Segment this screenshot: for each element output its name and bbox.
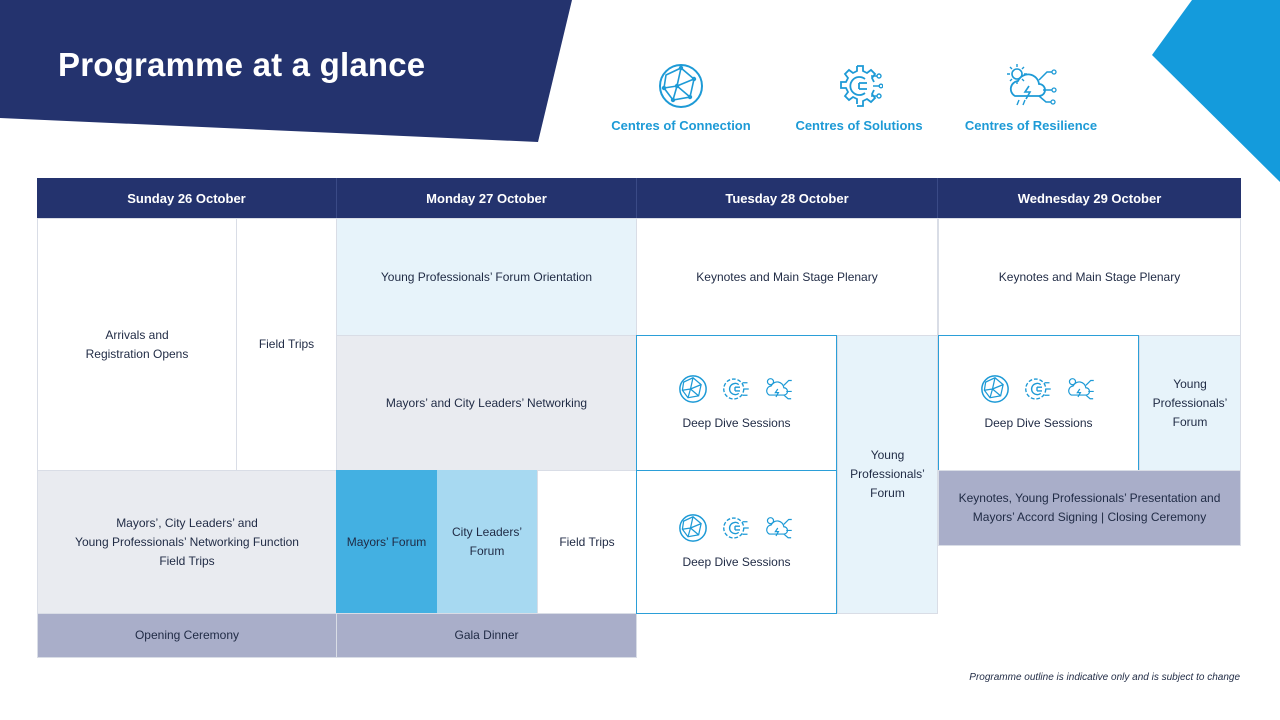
gear-circuit-icon — [1024, 377, 1051, 400]
centre-icons — [980, 374, 1098, 404]
monday-field-trips: Field Trips — [537, 470, 637, 614]
tuesday-deep-dive-2: Deep Dive Sessions — [636, 470, 837, 614]
monday-mayors-forum: Mayors’ Forum — [336, 470, 437, 614]
day-header-tuesday: Tuesday 28 October — [637, 178, 938, 218]
centre-icons — [678, 513, 796, 543]
monday-gala-dinner: Gala Dinner — [336, 613, 637, 658]
programme-grid: Sunday 26 October Monday 27 October Tues… — [37, 178, 1241, 658]
deep-dive-label: Deep Dive Sessions — [984, 415, 1093, 430]
gear-circuit-icon — [722, 377, 749, 400]
wednesday-deep-dive: Deep Dive Sessions — [938, 335, 1139, 471]
globe-network-icon — [678, 374, 707, 403]
tuesday-yp-forum: Young Professionals’ Forum — [837, 335, 938, 614]
day-header-wednesday: Wednesday 29 October — [938, 178, 1241, 218]
tuesday-keynotes: Keynotes and Main Stage Plenary — [636, 218, 938, 336]
page-title: Programme at a glance — [58, 46, 426, 83]
sunday-opening-ceremony: Opening Ceremony — [37, 613, 337, 658]
deep-dive-label: Deep Dive Sessions — [682, 415, 791, 430]
cloud-sun-circuit-icon — [1067, 377, 1094, 399]
cloud-sun-circuit-icon — [1007, 64, 1057, 106]
corner-decoration — [1150, 0, 1280, 185]
disclaimer: Programme outline is indicative only and… — [969, 672, 1240, 683]
sunday-field-trips: Field Trips — [236, 218, 337, 471]
gear-circuit-icon — [840, 65, 883, 107]
wednesday-keynotes: Keynotes and Main Stage Plenary — [938, 218, 1241, 336]
globe-network-icon — [980, 374, 1009, 403]
centre-resilience: Centres of Resilience — [946, 62, 1116, 133]
sunday-networking-function: Mayors’, City Leaders’ and Young Profess… — [37, 470, 337, 614]
monday-city-leaders-forum: City Leaders’ Forum — [437, 470, 537, 614]
tuesday-deep-dive-1: Deep Dive Sessions — [636, 335, 837, 471]
cloud-sun-circuit-icon — [765, 516, 792, 538]
day-header-sunday: Sunday 26 October — [37, 178, 337, 218]
centre-solutions-label: Centres of Solutions — [795, 118, 923, 133]
day-header-monday: Monday 27 October — [337, 178, 637, 218]
monday-yp-orientation: Young Professionals’ Forum Orientation — [336, 218, 637, 336]
sunday-arrivals: Arrivals and Registration Opens — [37, 218, 237, 471]
centre-icons — [678, 374, 796, 404]
header-banner — [0, 0, 580, 145]
globe-network-icon — [678, 513, 707, 542]
centre-resilience-label: Centres of Resilience — [964, 118, 1098, 133]
centre-connection: Centres of Connection — [596, 62, 766, 133]
centre-connection-label: Centres of Connection — [611, 118, 751, 133]
centre-solutions: Centres of Solutions — [774, 62, 944, 133]
wednesday-yp-forum: Young Professionals’ Forum — [1139, 335, 1241, 471]
monday-networking: Mayors’ and City Leaders’ Networking — [336, 335, 637, 471]
deep-dive-label: Deep Dive Sessions — [682, 554, 791, 569]
cloud-sun-circuit-icon — [765, 377, 792, 399]
globe-network-icon — [659, 64, 703, 108]
gear-circuit-icon — [722, 516, 749, 539]
wednesday-closing-ceremony: Keynotes, Young Professionals’ Presentat… — [938, 470, 1241, 546]
